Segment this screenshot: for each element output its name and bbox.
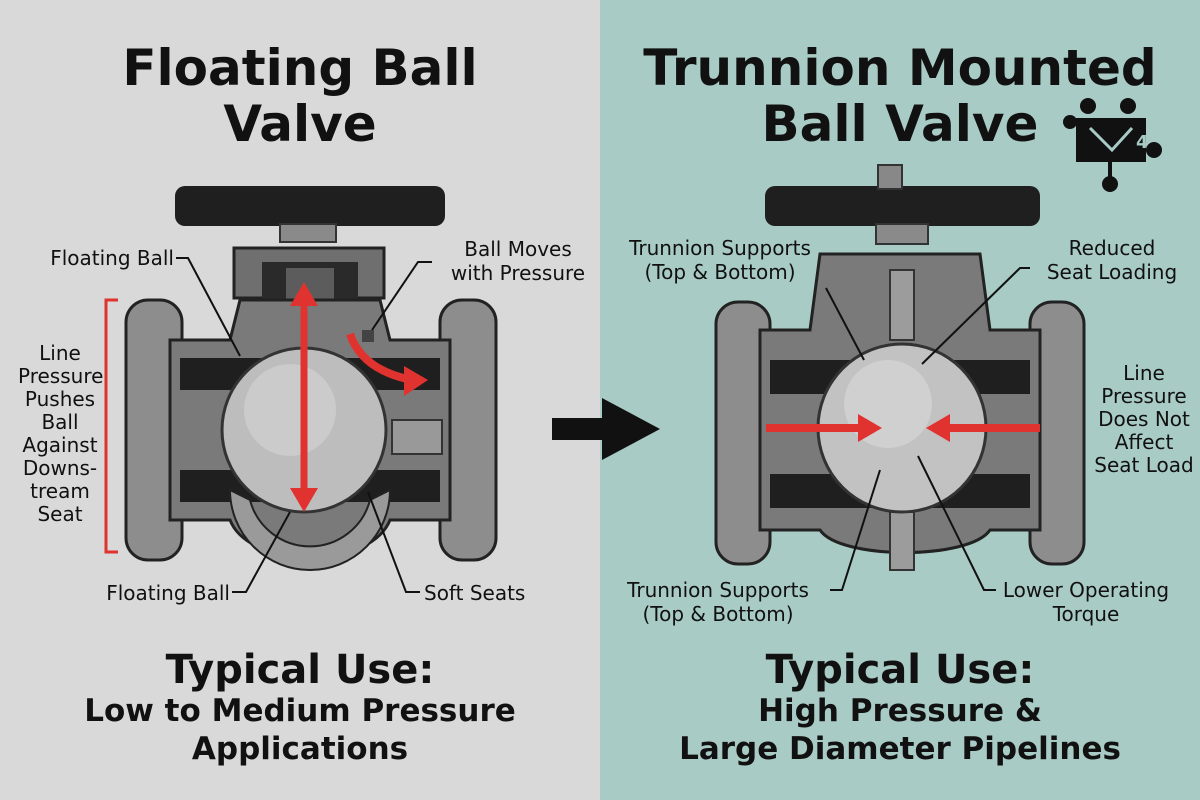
label-lower-operating-torque: Lower Operating Torque — [996, 578, 1176, 626]
floating-ball-title: Floating Ball Valve — [0, 40, 600, 152]
label-trunnion-bottom-line-2: (Top & Bottom) — [642, 602, 794, 626]
label-reduced-line-2: Seat Loading — [1046, 260, 1178, 284]
trunnion-ball-panel: Trunnion Mounted Ball Valve 4 — [552, 0, 1200, 800]
typical-use-floating: Typical Use: Low to Medium Pressure Appl… — [0, 648, 600, 768]
title-line-1: Floating Ball — [122, 39, 478, 97]
title-line-1: Trunnion Mounted — [643, 39, 1157, 97]
right-side-line-1: Line — [1123, 361, 1165, 385]
side-line-6: Downs- — [22, 456, 98, 480]
arrow-head-right — [858, 414, 882, 442]
handwheel — [175, 186, 445, 226]
arrow-head-left — [926, 414, 950, 442]
pressure-movement-arrow — [346, 332, 413, 384]
pivot-marker — [362, 330, 374, 342]
right-side-line-4: Affect — [1114, 430, 1174, 454]
label-line-pressure-no-effect: Line Pressure Does Not Affect Seat Load — [1092, 362, 1196, 477]
typical-use-line-1: High Pressure & — [758, 693, 1042, 729]
comparison-arrow-icon — [552, 398, 662, 466]
leader-trunnion-bottom — [830, 469, 881, 591]
title-line-2: Valve — [223, 95, 377, 153]
label-line-pressure-pushes-ball: Line Pressure Pushes Ball Against Downs-… — [18, 341, 104, 526]
right-side-line-2: Pressure — [1101, 384, 1187, 408]
lower-trunnion — [889, 511, 915, 571]
side-line-2: Pressure — [18, 364, 104, 388]
floating-ball-valve-illustration — [104, 186, 498, 593]
label-trunnion-bottom-line-1: Trunnion Supports — [627, 578, 809, 602]
side-line-4: Ball — [41, 410, 79, 434]
typical-use-line-2: Applications — [191, 731, 409, 767]
right-side-line-3: Does Not — [1098, 407, 1190, 431]
title-line-2: Ball Valve — [761, 95, 1039, 153]
label-floating-ball-bottom: Floating Ball — [106, 581, 230, 605]
arrow-head-right — [404, 366, 428, 396]
label-trunnion-supports-top: Trunnion Supports (Top & Bottom) — [610, 236, 830, 284]
stem-collar — [875, 223, 929, 245]
pressure-bracket — [104, 298, 118, 554]
trunnion-ball-title: Trunnion Mounted Ball Valve — [600, 40, 1200, 152]
side-line-7: tream — [30, 479, 90, 503]
leader-reduced-seat — [921, 267, 1030, 365]
trunnion-valve-illustration: 4 — [714, 98, 1162, 591]
side-line-1: Line — [39, 341, 81, 365]
ball-highlight — [244, 364, 336, 456]
typical-use-line-1: Low to Medium Pressure — [84, 693, 516, 729]
side-line-5: Against — [22, 433, 98, 457]
label-trunnion-top-line-1: Trunnion Supports — [629, 236, 811, 260]
label-trunnion-top-line-2: (Top & Bottom) — [644, 260, 796, 284]
upper-trunnion — [889, 269, 915, 341]
handwheel — [765, 186, 1040, 226]
stem-collar — [279, 223, 337, 243]
right-side-line-5: Seat Load — [1094, 453, 1194, 477]
leader-soft-seats — [367, 491, 420, 593]
typical-use-trunnion: Typical Use: High Pressure & Large Diame… — [600, 648, 1200, 768]
leader-ball-moves — [371, 261, 432, 331]
leader-trunnion-top — [825, 287, 865, 361]
stem-top — [877, 164, 903, 190]
pipeline-network-logo-icon: 4 — [1063, 98, 1162, 192]
typical-use-heading: Typical Use: — [165, 647, 435, 693]
outlet-pipe — [391, 419, 443, 455]
svg-text:4: 4 — [1136, 132, 1149, 153]
label-soft-seats: Soft Seats — [424, 581, 526, 605]
typical-use-line-2: Large Diameter Pipelines — [679, 731, 1121, 767]
label-trunnion-supports-bottom: Trunnion Supports (Top & Bottom) — [610, 578, 826, 626]
label-floating-ball-top: Floating Ball — [50, 246, 174, 270]
label-ball-moves-line-1: Ball Moves — [464, 237, 572, 261]
leader-lower-torque — [917, 455, 996, 591]
leader-floating-ball-top — [176, 257, 241, 357]
label-lower-line-2: Torque — [1052, 602, 1120, 626]
label-reduced-line-1: Reduced — [1068, 236, 1156, 260]
label-ball-moves: Ball Moves with Pressure — [436, 237, 600, 285]
arrow-head-up — [290, 282, 318, 306]
label-lower-line-1: Lower Operating — [1002, 578, 1170, 602]
label-ball-moves-line-2: with Pressure — [450, 261, 586, 285]
side-line-8: Seat — [37, 502, 83, 526]
side-line-3: Pushes — [24, 387, 96, 411]
typical-use-heading: Typical Use: — [765, 647, 1035, 693]
arrow-head-down — [290, 488, 318, 512]
leader-floating-ball-bottom — [232, 511, 291, 593]
label-reduced-seat-loading: Reduced Seat Loading — [1032, 236, 1192, 284]
ball-highlight — [844, 360, 932, 448]
floating-ball-panel: Floating Ball Valve — [0, 0, 600, 800]
